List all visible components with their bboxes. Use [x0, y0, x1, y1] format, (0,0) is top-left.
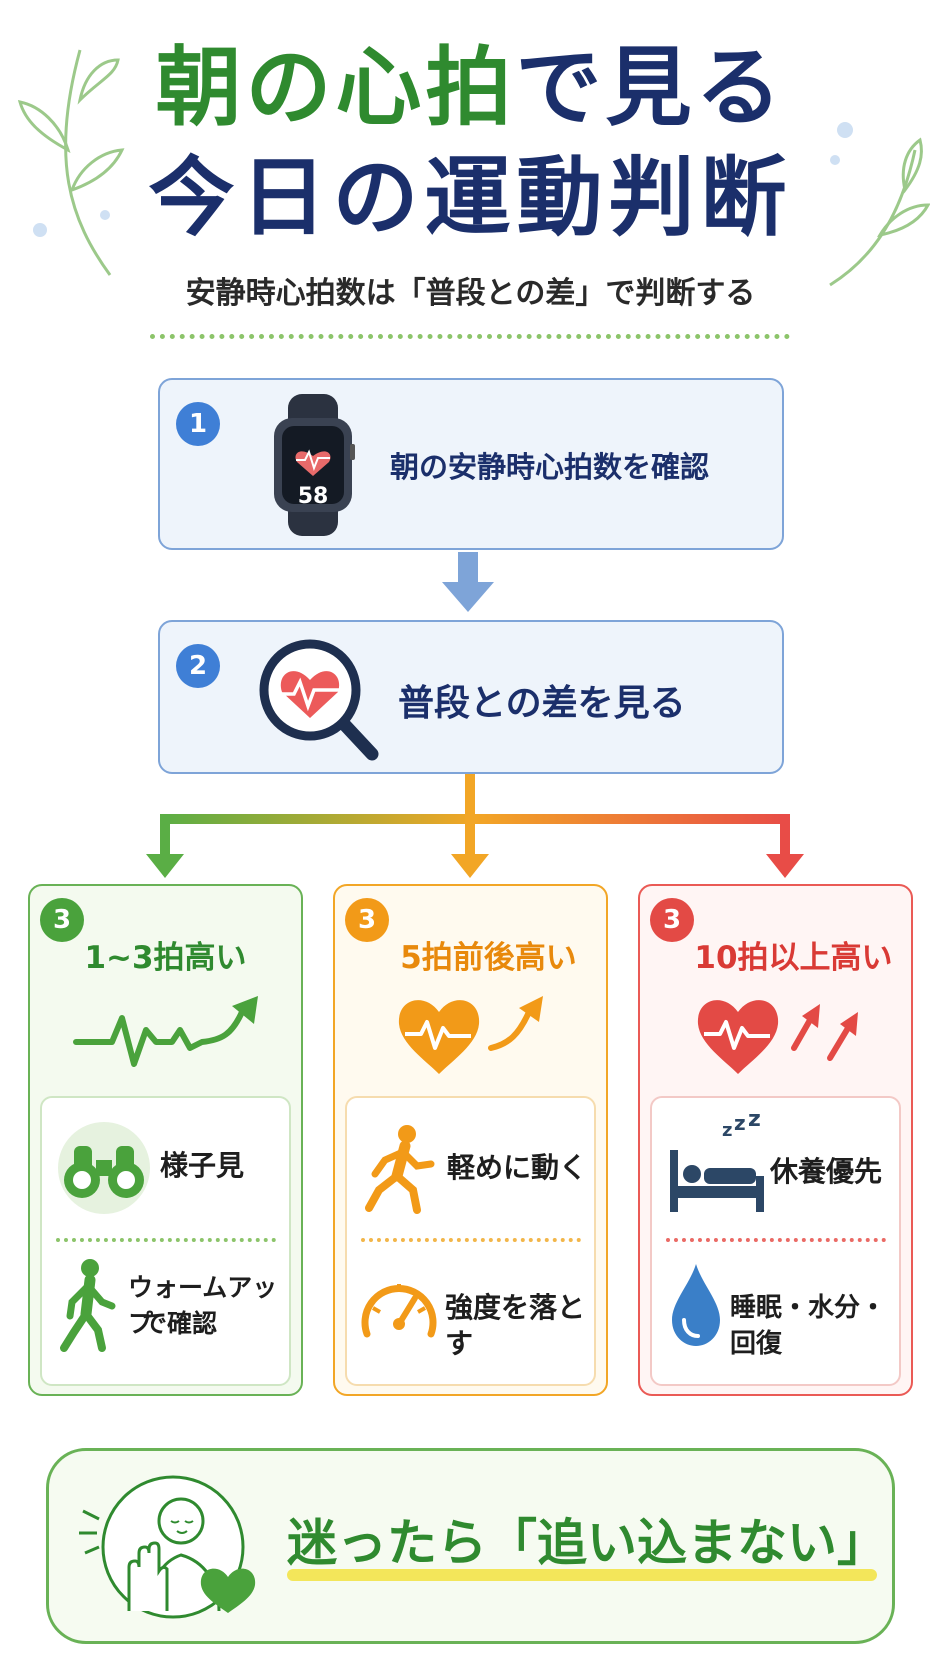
action-rest: 休養優先 — [770, 1155, 883, 1188]
svg-text:z: z — [722, 1120, 732, 1141]
heartbeat-trend-icon — [73, 996, 258, 1067]
column-mid-badge: 3 — [345, 898, 389, 942]
column-mid: 3 5拍前後高い 軽めに動く 強度を落とす — [333, 884, 608, 1396]
step-1-badge: 1 — [176, 402, 220, 446]
running-icon — [365, 1125, 435, 1214]
action-light-exercise: 軽めに動く — [447, 1151, 588, 1184]
magnifier-heart-icon — [259, 639, 379, 761]
separator — [361, 1238, 581, 1242]
action-recovery: 睡眠・水分・回復 — [730, 1293, 887, 1359]
column-mid-actions: 軽めに動く 強度を落とす — [345, 1096, 596, 1386]
column-mid-title: 5拍前後高い — [400, 940, 577, 976]
watch-value: 58 — [297, 484, 329, 509]
action-watch: 様子見 — [160, 1149, 245, 1182]
branch-arrows — [146, 774, 804, 878]
speedometer-icon — [361, 1284, 437, 1338]
water-drop-icon — [672, 1264, 720, 1346]
column-low: 3 1~3拍高い 様子見 ウォームアップ で確認 — [28, 884, 303, 1396]
walking-icon — [60, 1259, 116, 1352]
heartbeat-trend-icon — [398, 996, 543, 1074]
bottom-message: 迷ったら「追い込まない」 — [287, 1514, 887, 1572]
arrow-down-icon — [442, 552, 494, 612]
step-2-label: 普段との差を見る — [398, 683, 686, 724]
highlight-underline — [287, 1569, 877, 1581]
binoculars-icon — [58, 1122, 150, 1214]
action-warmup-line2: で確認 — [142, 1309, 218, 1338]
action-warmup-line1: ウォームアップ — [128, 1273, 278, 1338]
page-title-line1: 朝の心拍で見る — [155, 38, 786, 138]
subtitle: 安静時心拍数は「普段との差」で判断する — [185, 276, 756, 311]
leaf-icon — [17, 49, 125, 276]
step-2-box: 2 普段との差を見る — [158, 620, 784, 774]
heartbeat-trend-icon — [697, 1000, 858, 1074]
divider — [150, 334, 790, 339]
bottom-message-box: 迷ったら「追い込まない」 — [46, 1448, 895, 1644]
separator — [56, 1238, 276, 1242]
column-high-actions: z z z 休養優先 睡眠・水分・回復 — [650, 1096, 901, 1386]
separator — [666, 1238, 886, 1242]
column-low-actions: 様子見 ウォームアップ で確認 — [40, 1096, 291, 1386]
svg-text:z: z — [748, 1114, 761, 1132]
column-low-title: 1~3拍高い — [84, 940, 247, 976]
leaf-icon — [829, 122, 930, 287]
heart-icon — [200, 1568, 256, 1613]
page-title-line2: 今日の運動判断 — [148, 148, 793, 248]
column-high: 3 10拍以上高い z z z 休養優先 睡眠・水分・回復 — [638, 884, 913, 1396]
step-1-box: 1 58 朝の安静時心拍数を確認 — [158, 378, 784, 550]
step-1-label: 朝の安静時心拍数を確認 — [390, 450, 710, 484]
svg-text:z: z — [734, 1114, 746, 1135]
column-high-title: 10拍以上高い — [694, 940, 893, 976]
column-high-badge: 3 — [650, 898, 694, 942]
smartwatch-icon — [274, 394, 355, 536]
action-lower-intensity: 強度を落とす — [445, 1291, 586, 1360]
sleep-bed-icon: z z z — [670, 1114, 764, 1212]
column-low-badge: 3 — [40, 898, 84, 942]
step-2-badge: 2 — [176, 644, 220, 688]
